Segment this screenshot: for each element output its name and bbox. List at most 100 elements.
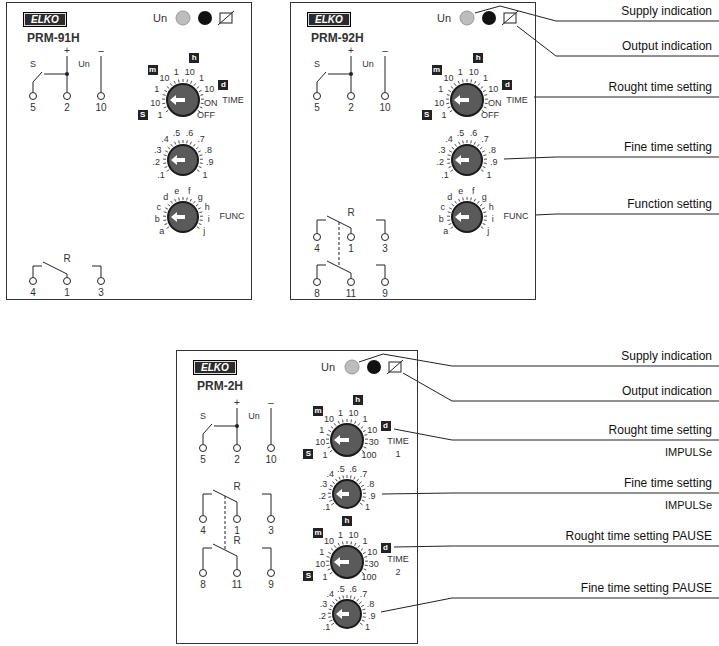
terminal-number: R [63, 253, 70, 264]
scale-tick [331, 549, 333, 551]
scale-tick [478, 83, 480, 85]
linkage-line [225, 496, 226, 550]
scale-tick [328, 496, 331, 498]
scale-tick [329, 489, 332, 491]
scale-label: .1 [441, 171, 449, 181]
scale-tick [361, 485, 364, 486]
scale-label: .6 [186, 129, 194, 139]
contact-symbol [376, 220, 385, 233]
terminal [382, 279, 389, 286]
scale-label: .7 [360, 470, 368, 480]
scale-label: 10 [348, 531, 358, 541]
scale-tick [193, 201, 195, 203]
contact-symbol [317, 265, 326, 278]
terminal-number: 5 [314, 102, 320, 113]
terminal-number: 1 [234, 525, 240, 536]
dial-pointer [170, 95, 176, 105]
wire [44, 74, 67, 75]
scale-label: 1 [338, 531, 343, 541]
dial-pointer [177, 158, 185, 162]
scale-tick [347, 595, 348, 598]
scale-tick [164, 154, 167, 156]
scale-label: 1 [203, 171, 208, 181]
scale-tick [363, 493, 366, 494]
dial-pointer [336, 489, 342, 499]
scale-tick [450, 110, 452, 112]
scale-tick [350, 419, 352, 422]
scale-label: 1 [319, 548, 324, 558]
scale-tick [178, 197, 180, 200]
dial-pointer [340, 560, 349, 564]
relay-panel: PRM-92HELKO [290, 2, 536, 300]
scale-tick [355, 421, 356, 424]
terminal [234, 516, 241, 523]
scale-tick [334, 423, 336, 425]
scale-label: 1 [199, 74, 204, 84]
scale-tick [199, 90, 202, 91]
terminal [268, 516, 275, 523]
scale-label: TIME [387, 437, 409, 447]
scale-tick [482, 208, 485, 209]
unit-badge: m [313, 406, 323, 416]
scale-tick [354, 477, 355, 480]
scale-label: 2 [395, 568, 400, 578]
scale-label: .5 [173, 129, 181, 139]
terminal [200, 570, 207, 577]
scale-tick [342, 419, 344, 422]
terminal [348, 93, 355, 100]
scale-label: .4 [445, 135, 453, 145]
scale-tick [363, 496, 366, 498]
dial-pointer [334, 435, 340, 445]
scale-tick [198, 208, 201, 209]
scale-label: g [482, 193, 487, 203]
scale-tick [484, 159, 487, 160]
terminal-number: R [233, 535, 240, 546]
terminal-number: 4 [30, 287, 36, 298]
scale-tick [328, 430, 331, 431]
terminal-number: – [98, 45, 104, 56]
scale-tick [462, 79, 464, 82]
scale-tick [200, 162, 203, 164]
scale-tick [452, 204, 454, 206]
scale-tick [364, 556, 367, 558]
scale-tick [201, 99, 204, 100]
callout-underline [452, 598, 719, 599]
scale-label: S [30, 60, 36, 70]
scale-tick [328, 552, 331, 553]
scale-tick [447, 94, 450, 96]
terminal [234, 445, 241, 452]
scale-tick [178, 79, 180, 82]
callout-label: Function setting [627, 198, 712, 211]
scale-tick [365, 565, 368, 567]
scale-label: FUNC [504, 212, 529, 222]
scale-tick [360, 503, 362, 505]
callout-underline [452, 366, 719, 367]
terminal-number: 4 [200, 525, 206, 536]
terminal-number: 10 [265, 454, 276, 465]
scale-label: 1 [322, 451, 327, 461]
scale-tick [361, 549, 363, 551]
scale-tick [459, 142, 460, 145]
terminal-number: 8 [200, 579, 206, 590]
terminal [382, 93, 389, 100]
scale-tick [171, 144, 173, 146]
linkage-line [339, 222, 340, 267]
scale-tick [449, 224, 452, 225]
contact-symbol [376, 265, 385, 278]
wire [328, 74, 351, 75]
scale-tick [328, 569, 331, 570]
terminal-number: 1 [64, 287, 70, 298]
scale-tick [449, 208, 452, 209]
scale-tick [164, 90, 167, 91]
scale-label: 30 [369, 560, 379, 570]
scale-label: .3 [320, 480, 328, 490]
scale-label: 1 [483, 74, 488, 84]
scale-tick [475, 81, 476, 84]
unit-badge: S [303, 571, 313, 581]
leader-line [535, 214, 556, 215]
terminal [314, 93, 321, 100]
scale-tick [165, 208, 168, 209]
scale-label: c [156, 203, 161, 213]
model-name: PRM-92H [311, 31, 364, 45]
unit-badge: h [353, 395, 363, 405]
